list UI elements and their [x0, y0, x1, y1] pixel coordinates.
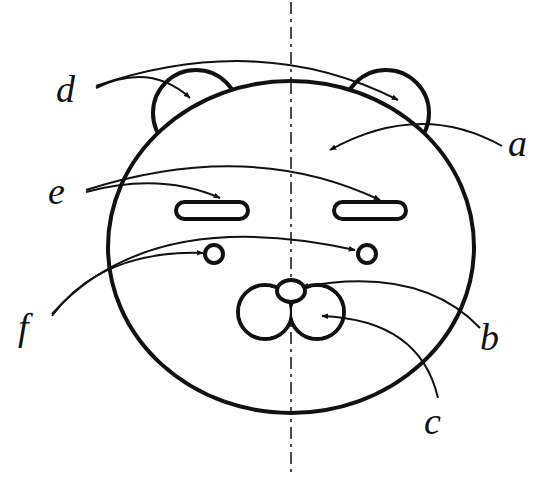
symmetry-axis-inner [290, 82, 292, 412]
leader-line [322, 316, 438, 398]
callout-letter: f [18, 308, 29, 346]
leader-line [96, 77, 190, 98]
left-dot [205, 245, 223, 263]
leader-line [52, 237, 355, 314]
leader-line [96, 61, 398, 100]
leader-line [86, 166, 380, 200]
callout-letter: b [480, 318, 499, 356]
right-dot [358, 245, 376, 263]
leader-line [86, 183, 220, 198]
right-eye [334, 202, 406, 219]
callout-letter: a [508, 124, 527, 162]
left-eye [176, 202, 248, 219]
callout-letter: c [424, 402, 441, 440]
nose [277, 280, 305, 302]
callout-letter: e [48, 172, 65, 210]
callout-letter: d [56, 70, 75, 108]
leader-line [302, 281, 480, 328]
leader-line [330, 124, 502, 150]
leader-line [52, 253, 203, 316]
